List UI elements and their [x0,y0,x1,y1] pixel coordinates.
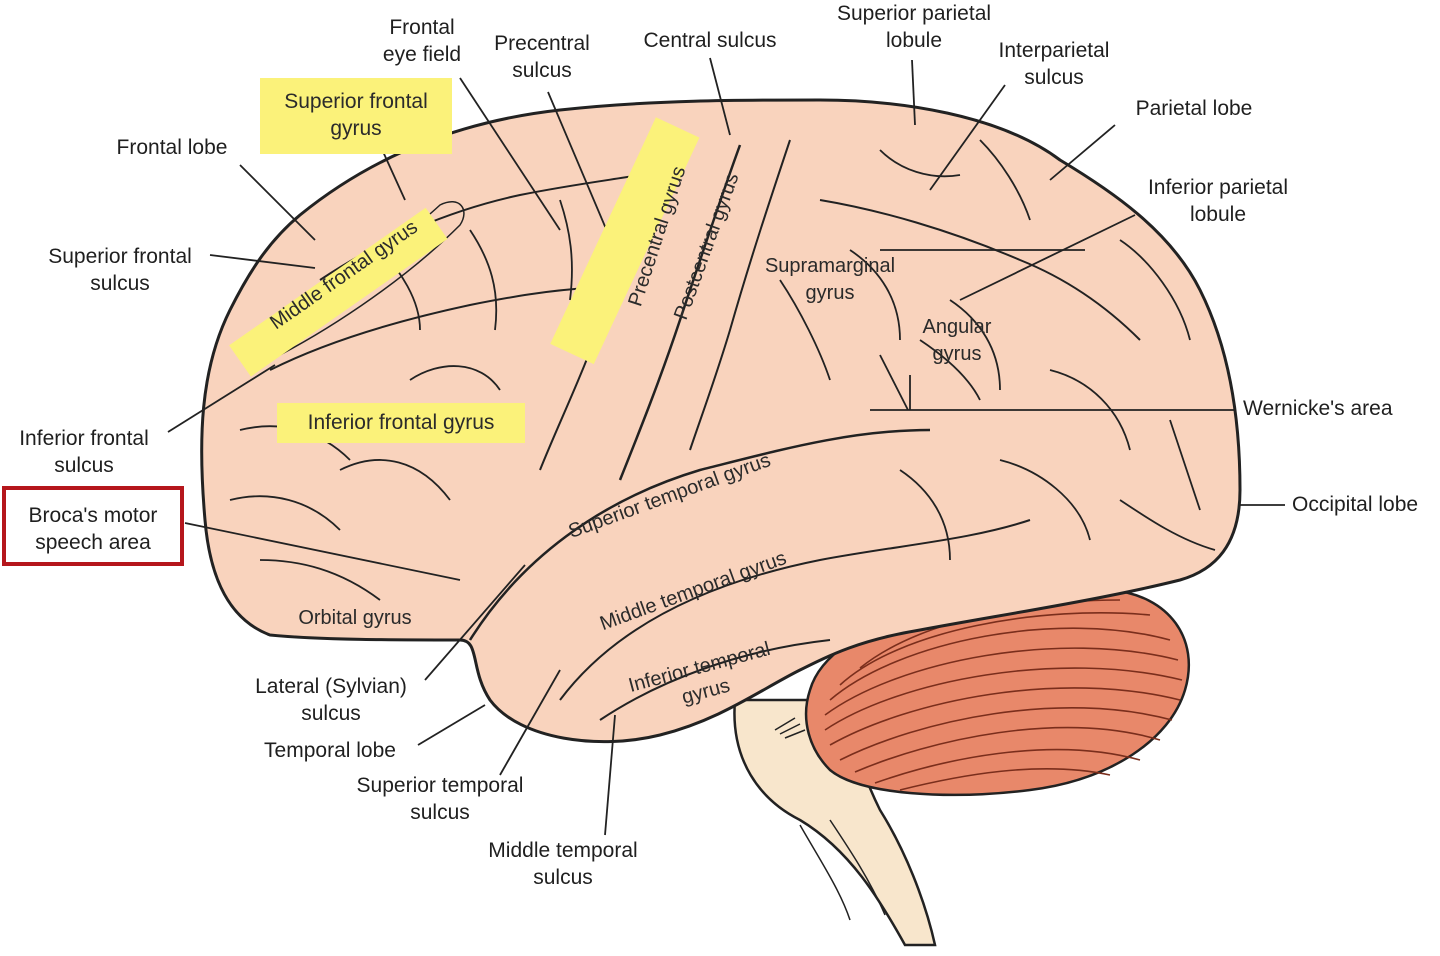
angular-gyrus-label: Angular gyrus [922,316,992,365]
central-sulcus-label: Central sulcus [643,29,777,52]
frontal-lobe-label: Frontal lobe [116,136,228,159]
temporal-lobe-label: Temporal lobe [264,739,396,762]
inferior-parietal-lobule-label: Inferior parietal lobule [1147,176,1289,226]
superior-frontal-sulcus-label: Superior frontal sulcus [48,245,192,295]
inferior-frontal-sulcus-label: Inferior frontal sulcus [19,427,149,477]
superior-temporal-sulcus-label: Superior temporal sulcus [356,774,524,824]
lateral-sylvian-sulcus-label: Lateral (Sylvian) sulcus [255,675,407,725]
interparietal-sulcus-label: Interparietal sulcus [998,39,1110,89]
precentral-sulcus-label: Precentral sulcus [494,32,590,82]
occipital-lobe-label: Occipital lobe [1292,493,1419,516]
leader-lines [167,57,1285,836]
frontal-eye-field-label: Frontal eye field [382,16,462,66]
cerebrum [200,98,1242,744]
superior-parietal-lobule-label: Superior parietal lobule [836,2,992,52]
vessel-mark [774,717,806,739]
parietal-lobe-label: Parietal lobe [1135,97,1253,120]
orbital-gyrus-label: Orbital gyrus [298,607,412,629]
superior-frontal-gyrus-label: Superior frontal gyrus [260,78,452,154]
brocas-area-label: Broca's motor speech area [2,486,184,566]
middle-temporal-sulcus-label: Middle temporal sulcus [488,839,638,889]
supramarginal-gyrus-label: Supramarginal gyrus [764,255,896,304]
inferior-frontal-gyrus-label: Inferior frontal gyrus [277,403,525,443]
wernickes-area-label: Wernicke's area [1243,397,1393,420]
